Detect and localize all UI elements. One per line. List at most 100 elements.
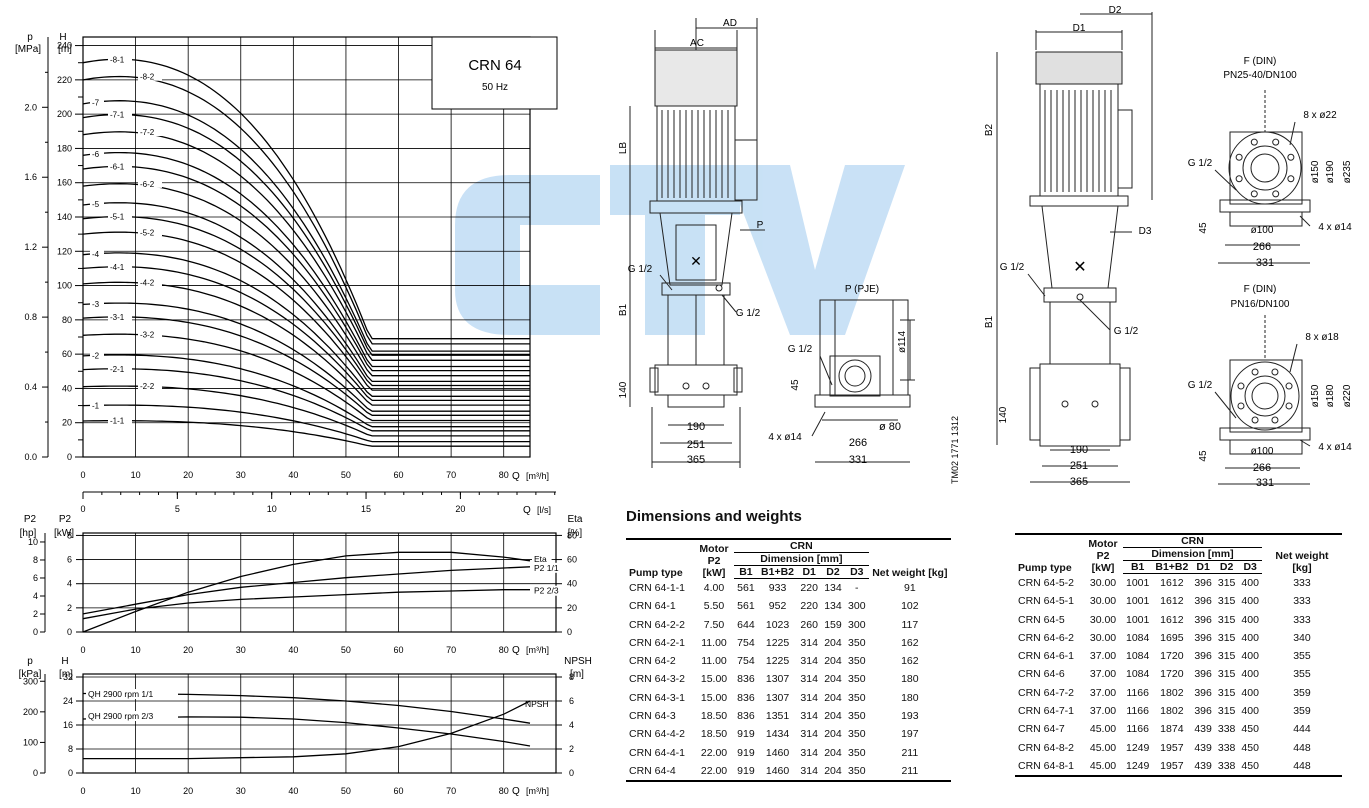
qh-curve--3 (82, 302, 530, 412)
cell-pump-type: CRN 64-2 (629, 655, 676, 668)
cell-value: 134 (824, 600, 842, 613)
cell-value: 1802 (1160, 686, 1184, 699)
cell-pump-type: CRN 64-4-2 (629, 728, 686, 741)
p2-series-Eta (82, 551, 531, 633)
npsh-tick-label: 8 (569, 672, 574, 682)
kpa-label: p (27, 656, 33, 667)
cell-value: 644 (737, 618, 755, 631)
flange1-d150: ø150 (1310, 160, 1321, 183)
qh-curve--5 (82, 202, 530, 383)
title-box (431, 36, 558, 110)
cell-pump-type: CRN 64-7-2 (1018, 686, 1075, 699)
header-b1: B1 (734, 565, 758, 579)
header-d3: D3 (1238, 560, 1262, 574)
cell-pump-type: CRN 64-5-1 (1018, 595, 1075, 608)
side-g12-label: G 1/2 (788, 344, 813, 355)
header-motor-p2: Motor P2 [kW] (1083, 533, 1123, 574)
header-dimension: Dimension [mm] (1123, 547, 1262, 561)
qh-xlabel: Q (512, 471, 520, 482)
cell-value: 400 (1241, 613, 1259, 626)
qh-curve-label: -5-1 (110, 213, 125, 222)
p2-xtick-label: 30 (236, 645, 246, 655)
cell-value: 1351 (765, 710, 790, 723)
dim-331-label: 331 (849, 454, 867, 466)
cell-value: 1612 (1160, 595, 1184, 608)
flange2-d100: ø100 (1251, 446, 1274, 457)
hp-tick-label: 4 (33, 591, 38, 601)
cell-value: 204 (824, 746, 842, 759)
npsh-tick-label: 6 (569, 696, 574, 706)
cell-value: 37.00 (1089, 686, 1117, 699)
cell-value: 300 (848, 618, 866, 631)
motor-flange-2 (1029, 195, 1129, 207)
dim-d1-label: D1 (1073, 23, 1086, 34)
qh2-series-NPSH (83, 700, 531, 760)
flange1-pn: PN25-40/DN100 (1223, 70, 1297, 81)
cell-value: 333 (1293, 595, 1311, 608)
cell-pump-type: CRN 64-1-1 (629, 581, 686, 594)
flange1-title: F (DIN) (1244, 56, 1277, 67)
qh-label-bg (90, 350, 104, 360)
p-tick-label: 0.4 (24, 382, 37, 392)
qh-curve--7 (82, 100, 530, 352)
cell-value: 396 (1194, 577, 1212, 589)
qh-ytick-label: 40 (62, 383, 72, 393)
header-d3: D3 (844, 565, 869, 579)
cell-value: 919 (737, 728, 755, 741)
cell-value: 1720 (1160, 668, 1184, 681)
h2-tick-label: 8 (68, 744, 73, 754)
motor-cap-1 (654, 49, 738, 107)
kpa-tick-label: 0 (33, 768, 38, 778)
coupling-1 (659, 212, 733, 286)
header-net-weight: Net weight [kg] (868, 538, 951, 579)
p-tick-label: 1.2 (24, 242, 37, 252)
qh2-label-bg (86, 711, 178, 721)
qh-curve-label: -7-2 (140, 128, 155, 137)
qh-label-bg (90, 248, 104, 258)
cell-value: 836 (737, 673, 755, 686)
cell-value: 18.50 (700, 728, 728, 741)
flange2-d150: ø150 (1310, 384, 1321, 407)
dim-b2-label: B2 (984, 123, 995, 136)
tm-code: TM02 1771 1312 (950, 416, 960, 484)
coupling-inner-1 (675, 224, 717, 281)
cell-value: 396 (1194, 705, 1212, 718)
qh2-series-label: QH 2900 rpm 2/3 (88, 711, 153, 721)
flange2-mid (1244, 375, 1286, 417)
qh-curve-label: -5-2 (140, 228, 155, 237)
leader (1289, 121, 1296, 146)
header-net-weight: Net weight [kg] (1261, 533, 1342, 574)
qh2-xtick-label: 80 (499, 786, 509, 796)
cell-value: 1084 (1126, 631, 1150, 644)
cell-value: 314 (800, 710, 818, 723)
qh-ytick-label: 100 (57, 281, 72, 291)
cell-value: 338 (1217, 723, 1236, 736)
qh-xtick-label: 0 (80, 470, 85, 480)
cell-value: 1249 (1123, 756, 1153, 778)
qh-label-bg (108, 161, 132, 171)
drawings (629, 12, 1311, 485)
cell-value: 448 (1293, 741, 1311, 754)
cell-pump-type: CRN 64-7-1 (1018, 705, 1075, 718)
cell-value: 37.00 (1089, 650, 1117, 663)
flange2-266: 266 (1253, 462, 1271, 474)
cell-value: 315 (1217, 595, 1236, 608)
side-port-inner (844, 365, 866, 387)
flange2-title: F (DIN) (1244, 284, 1277, 295)
cell-pump-type: CRN 64-3-1 (629, 691, 686, 704)
dim-ad-label: AD (723, 18, 737, 29)
flange2-bolt (1285, 402, 1293, 410)
cell-pump-type: CRN 64-6-2 (1018, 631, 1075, 644)
qh-curve--4-1 (82, 266, 530, 402)
flange1-45: 45 (1198, 222, 1209, 234)
h2-tick-label: 0 (68, 768, 73, 778)
kpa-tick-label: 100 (23, 737, 38, 747)
kpa-unit: [kPa] (19, 669, 42, 680)
qh2-xtick-label: 40 (288, 786, 298, 796)
